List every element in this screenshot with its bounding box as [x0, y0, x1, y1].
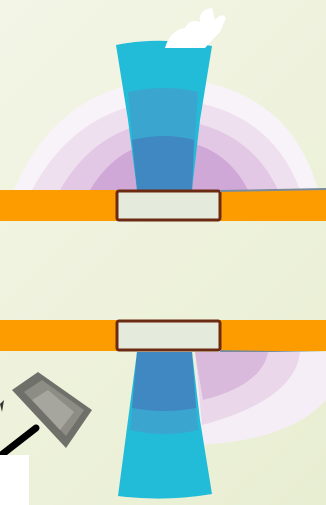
bottom-spray-fan [195, 352, 326, 445]
white-tile [0, 455, 29, 505]
splash-icon [165, 8, 226, 48]
top-slot[interactable] [117, 191, 220, 220]
hammer-icon[interactable] [0, 372, 92, 456]
bottom-slot[interactable] [117, 321, 220, 350]
